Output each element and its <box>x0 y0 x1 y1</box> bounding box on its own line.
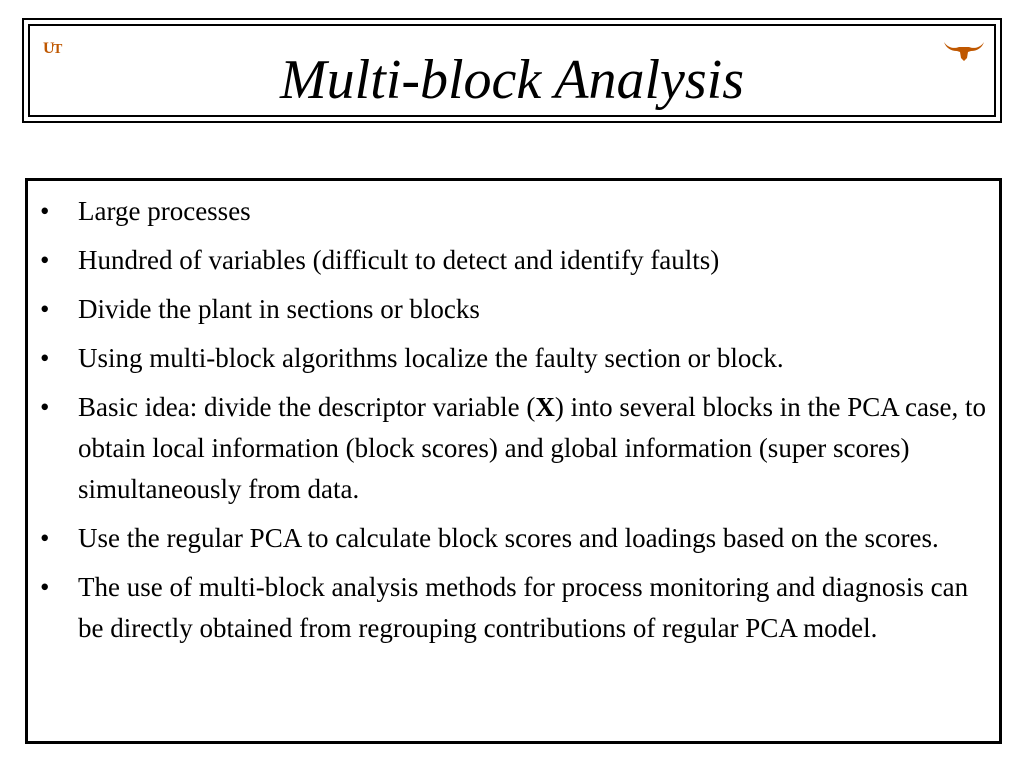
svg-text:U: U <box>43 40 55 56</box>
bullet-text: Using multi-block algorithms localize th… <box>78 343 784 373</box>
content-box: • Large processes • Hundred of variables (… <box>25 178 1002 744</box>
bullet-item: • Using multi-block algorithms localize t… <box>34 338 991 379</box>
bullet-dot: • <box>40 196 50 226</box>
bullet-text-post: ) into several blocks in the PCA case, t… <box>78 392 986 504</box>
bullet-item: • Large processes <box>34 191 991 232</box>
bullet-text-bold-x: X <box>535 392 555 422</box>
bullet-text: Use the regular PCA to calculate block s… <box>78 523 939 553</box>
svg-text:T: T <box>53 42 63 56</box>
title-frame: U T Multi-block Analysis <box>22 18 1002 123</box>
bullet-list: • Large processes • Hundred of variables (… <box>34 191 991 657</box>
bullet-item: • Divide the plant in sections or blocks <box>34 289 991 330</box>
bullet-text: Hundred of variables (difficult to detec… <box>78 245 720 275</box>
bullet-item: • Hundred of variables (difficult to dete… <box>34 240 991 281</box>
slide-title: Multi-block Analysis <box>280 49 744 111</box>
bullet-item: • Use the regular PCA to calculate block … <box>34 518 991 559</box>
bullet-item: • The use of multi-block analysis methods… <box>34 567 991 649</box>
bullet-dot: • <box>40 245 50 275</box>
bullet-text: Large processes <box>78 196 251 226</box>
bullet-dot: • <box>40 392 50 422</box>
longhorn-logo-icon <box>944 42 984 61</box>
bullet-text: Divide the plant in sections or blocks <box>78 294 480 324</box>
bullet-text: The use of multi-block analysis methods … <box>78 572 969 643</box>
bullet-dot: • <box>40 523 50 553</box>
bullet-dot: • <box>40 343 50 373</box>
bullet-dot: • <box>40 572 50 602</box>
bullet-dot: • <box>40 294 50 324</box>
ut-logo-icon: U T <box>43 40 63 56</box>
title-frame-inner: U T Multi-block Analysis <box>28 24 996 117</box>
bullet-text-pre: Basic idea: divide the descriptor variab… <box>78 392 536 422</box>
bullet-item: • Basic idea: divide the descriptor varia… <box>34 387 991 510</box>
